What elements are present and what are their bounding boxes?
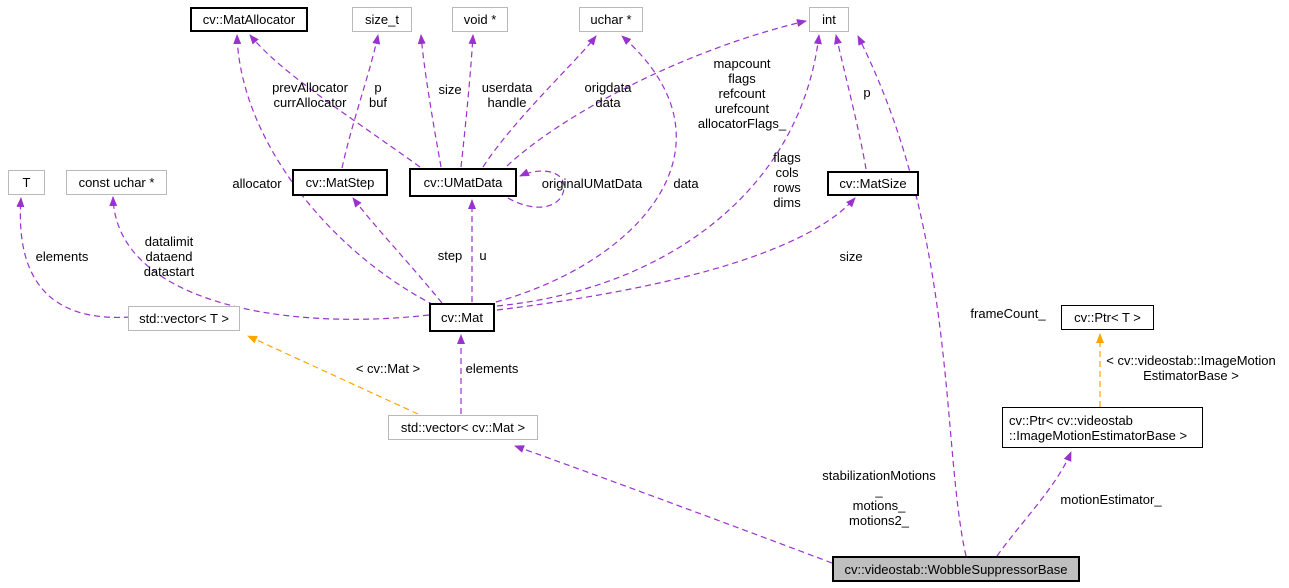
node-const-uchar-ptr: const uchar * — [66, 170, 167, 195]
edge-umatdata-to-sizet — [417, 34, 442, 168]
edge-mat-to-matsize — [496, 197, 856, 311]
edge-label-datalimit-dataend-datastart: datalimit dataend datastart — [143, 234, 195, 279]
edge-matstep-to-sizet — [341, 34, 381, 169]
node-ptr-t[interactable]: cv::Ptr< T > — [1061, 305, 1154, 330]
node-uchar-ptr: uchar * — [579, 7, 643, 32]
node-ptr-imagemotionestimatorbase[interactable]: cv::Ptr< cv::videostab ::ImageMotionEsti… — [1002, 407, 1203, 448]
edge-label-elements-vector: elements — [465, 361, 519, 376]
node-matsize[interactable]: cv::MatSize — [827, 171, 919, 196]
node-t: T — [8, 170, 45, 195]
node-int: int — [809, 7, 849, 32]
node-umatdata[interactable]: cv::UMatData — [409, 168, 517, 197]
edge-label-p-matsize: p — [863, 85, 871, 100]
edge-label-motionestimator: motionEstimator_ — [1060, 492, 1162, 507]
edge-matsize-to-int — [834, 34, 867, 170]
edge-label-mat-int-members: flags cols rows dims — [773, 150, 801, 210]
edge-label-userdata-handle: userdata handle — [481, 80, 533, 110]
node-size-t: size_t — [352, 7, 412, 32]
edge-wobble-to-ptrime — [996, 451, 1072, 557]
edge-vectort-to-t — [16, 197, 131, 319]
edge-template-vectormat-to-vectort — [247, 335, 419, 415]
edge-label-size-umatdata: size — [438, 82, 462, 97]
edge-label-size-matsize: size — [839, 249, 863, 264]
edge-label-data-mat: data — [673, 176, 699, 191]
edge-label-framecount: frameCount_ — [970, 306, 1046, 321]
edge-label-elements-t: elements — [35, 249, 89, 264]
edge-umatdata-self-loop — [507, 168, 565, 208]
edge-umatdata-to-int — [506, 19, 807, 167]
edge-label-allocator: allocator — [232, 176, 282, 191]
edge-label-umatdata-int-members: mapcount flags refcount urefcount alloca… — [697, 56, 787, 131]
node-vector-t: std::vector< T > — [128, 306, 240, 331]
edge-label-template-cvmat: < cv::Mat > — [355, 361, 421, 376]
edge-mat-to-matstep — [352, 197, 443, 304]
edge-umatdata-to-ucharptr — [482, 35, 597, 168]
edge-label-step: step — [437, 248, 463, 263]
edge-mat-to-int — [496, 34, 822, 307]
edge-label-originalumatdata: originalUMatData — [541, 176, 643, 191]
edge-mat-to-constuchar — [109, 196, 430, 320]
edge-wobble-to-vectormat — [514, 445, 833, 564]
edge-label-u: u — [479, 248, 487, 263]
edge-label-origdata-data: origdata data — [584, 80, 632, 110]
edge-mat-to-ucharptr — [495, 35, 677, 303]
node-mat[interactable]: cv::Mat — [429, 303, 495, 332]
node-void-ptr: void * — [452, 7, 508, 32]
node-matstep[interactable]: cv::MatStep — [292, 169, 388, 196]
edge-label-template-imagemotionestimatorbase: < cv::videostab::ImageMotion EstimatorBa… — [1106, 353, 1276, 383]
node-wobblesuppressorbase: cv::videostab::WobbleSuppressorBase — [832, 556, 1080, 582]
node-matallocator[interactable]: cv::MatAllocator — [190, 7, 308, 32]
edge-label-motions: stabilizationMotions _ motions_ motions2… — [822, 468, 936, 528]
edge-label-prevallocator-currallocator: prevAllocator currAllocator — [272, 80, 348, 110]
node-vector-mat: std::vector< cv::Mat > — [388, 415, 538, 440]
edge-label-p-buf: p buf — [368, 80, 388, 110]
edge-umatdata-to-matallocator — [249, 34, 421, 168]
edge-umatdata-to-voidptr — [460, 34, 477, 168]
edge-wobble-to-int — [857, 35, 967, 557]
